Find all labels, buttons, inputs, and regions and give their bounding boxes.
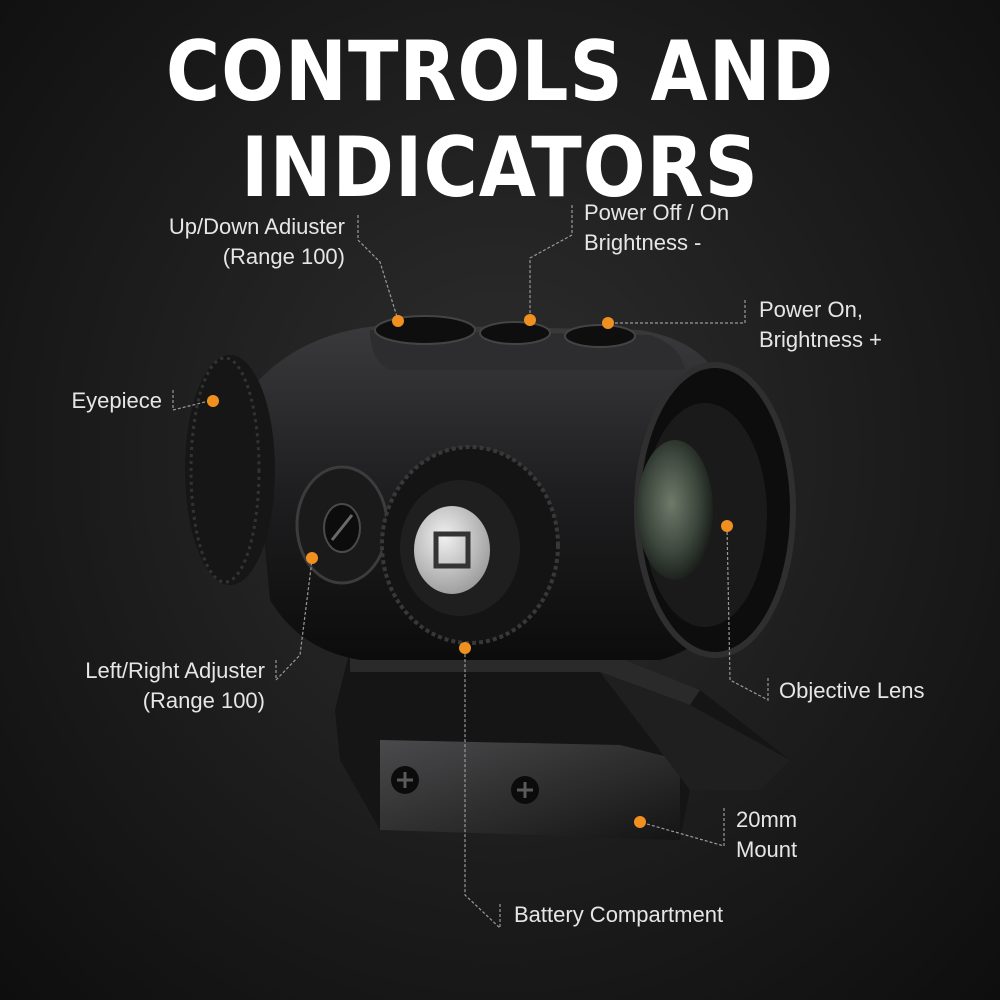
callout-text: Battery Compartment	[514, 902, 724, 927]
callout-text: Mount	[736, 837, 798, 862]
callout-text: Eyepiece	[71, 388, 162, 413]
callout-left-right-adjuster: Left/Right Adjuster (Range 100)	[30, 656, 265, 716]
main-knob	[380, 445, 560, 645]
callout-text: 20mm	[736, 807, 798, 832]
indicator-dot-left-right	[306, 552, 318, 564]
callout-mount: 20mm Mount	[736, 805, 797, 865]
callout-text: Up/Down Adiuster	[168, 214, 345, 239]
top-buttons	[374, 315, 636, 348]
indicator-dot-objective	[721, 520, 733, 532]
callout-battery-compartment: Battery Compartment	[514, 900, 723, 930]
callout-power-off: Power Off / On Brightness -	[584, 198, 729, 258]
callout-text: Objective Lens	[779, 678, 925, 703]
brand-logo-icon	[414, 506, 490, 594]
callout-text: Power On,	[759, 297, 863, 322]
leader-lines	[172, 205, 769, 930]
callout-eyepiece: Eyepiece	[40, 386, 162, 416]
eyepiece	[185, 355, 275, 585]
indicator-dot-power-on	[602, 317, 614, 329]
indicator-dot-power-off	[524, 314, 536, 326]
callout-text: Left/Right Adjuster	[85, 658, 265, 683]
indicator-dot-eyepiece	[207, 395, 219, 407]
callout-text: Brightness +	[759, 327, 882, 352]
indicator-dot-battery	[459, 642, 471, 654]
windage-turret	[295, 465, 389, 585]
mount-base	[335, 650, 790, 840]
callout-text: (Range 100)	[222, 244, 345, 269]
callout-up-down-adjuster: Up/Down Adiuster (Range 100)	[90, 212, 345, 272]
callout-objective-lens: Objective Lens	[779, 676, 925, 706]
indicator-dots	[207, 314, 733, 828]
indicator-dot-mount	[634, 816, 646, 828]
page-title: CONTROLS AND INDICATORS	[165, 23, 835, 217]
objective-lens-group	[634, 362, 796, 658]
callout-text: Power Off / On	[584, 200, 730, 225]
callout-power-on: Power On, Brightness +	[759, 295, 882, 355]
callout-text: Brightness -	[584, 230, 702, 255]
indicator-dot-up-down	[392, 315, 404, 327]
callout-text: (Range 100)	[142, 688, 265, 713]
